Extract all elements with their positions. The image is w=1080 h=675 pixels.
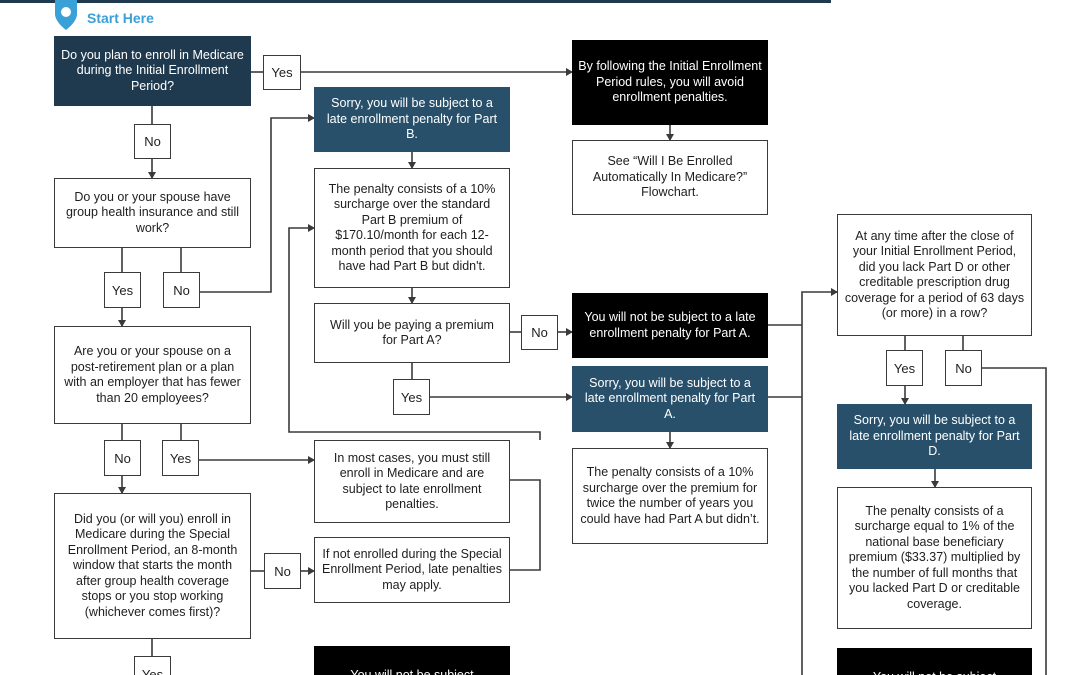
- flow-box-r-sorry-d: Sorry, you will be subject to a late enr…: [837, 404, 1032, 469]
- connector: [288, 224, 541, 440]
- connector: [510, 479, 541, 571]
- decision-label-no-ep: No: [134, 124, 171, 159]
- flow-box-q-sep: Did you (or will you) enroll in Medicare…: [54, 493, 251, 639]
- flow-box-r-notsub-d: You will not be subject: [837, 648, 1032, 675]
- decision-label-yes-parta: Yes: [393, 379, 430, 415]
- connector: [200, 114, 315, 293]
- location-pin-icon: [55, 0, 77, 30]
- flow-box-q-parta: Will you be paying a premium for Part A?: [314, 303, 510, 363]
- connector: [801, 288, 838, 675]
- flow-box-r-sorry-a: Sorry, you will be subject to a late enr…: [572, 366, 768, 432]
- decision-label-no-parta: No: [521, 315, 558, 350]
- flow-box-r-penalty-a: The penalty consists of a 10% surcharge …: [572, 448, 768, 544]
- flow-box-q-post: Are you or your spouse on a post-retirem…: [54, 326, 251, 424]
- flow-box-r-notenrolled: If not enrolled during the Special Enrol…: [314, 537, 510, 603]
- flow-box-q-group: Do you or your spouse have group health …: [54, 178, 251, 248]
- flow-box-r-most: In most cases, you must still enroll in …: [314, 440, 510, 523]
- flow-box-r-no-a: You will not be subject to a late enroll…: [572, 293, 768, 358]
- start-here-label: Start Here: [87, 10, 154, 26]
- flow-box-r-penalty-b: The penalty consists of a 10% surcharge …: [314, 168, 510, 288]
- decision-label-no-sep: No: [264, 553, 301, 589]
- connector: [982, 367, 1047, 675]
- decision-label-yes-group: Yes: [104, 272, 141, 308]
- decision-label-no-group: No: [163, 272, 200, 308]
- flow-box-r-sorry-b: Sorry, you will be subject to a late enr…: [314, 87, 510, 152]
- flow-box-r-avoid: By following the Initial Enrollment Peri…: [572, 40, 768, 125]
- decision-label-no-partd: No: [945, 350, 982, 386]
- decision-label-yes-sep: Yes: [134, 656, 171, 675]
- flow-box-r-notsub-b: You will not be subject: [314, 646, 510, 675]
- top-bar: [0, 0, 831, 3]
- flow-box-r-see: See “Will I Be Enrolled Automatically In…: [572, 140, 768, 215]
- decision-label-yes-ep: Yes: [263, 55, 301, 90]
- decision-label-no-post: No: [104, 440, 141, 476]
- flow-box-r-penalty-d: The penalty consists of a surcharge equa…: [837, 487, 1032, 629]
- flow-box-q-ep: Do you plan to enroll in Medicare during…: [54, 36, 251, 106]
- decision-label-yes-post: Yes: [162, 440, 199, 476]
- decision-label-yes-partd: Yes: [886, 350, 923, 386]
- flow-box-q-partd: At any time after the close of your Init…: [837, 214, 1032, 336]
